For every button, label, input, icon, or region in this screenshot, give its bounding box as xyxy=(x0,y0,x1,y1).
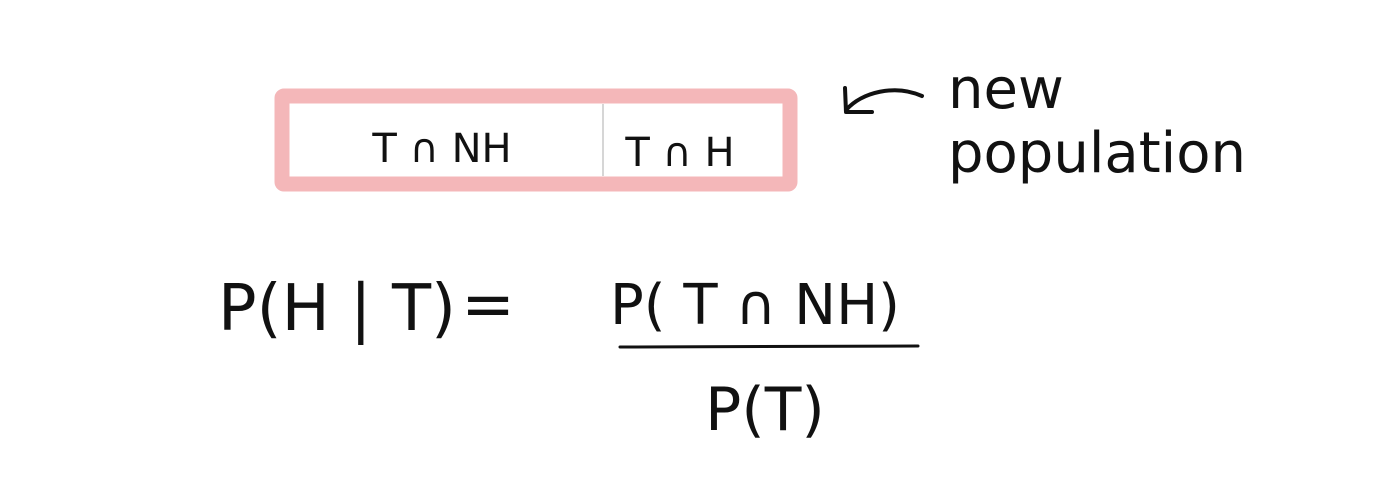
cell-t-and-not-h: T ∩ NH xyxy=(371,126,511,172)
annotation-line-population: population xyxy=(948,121,1246,186)
formula-numerator: P( T ∩ NH) xyxy=(610,273,900,338)
formula-equals: = xyxy=(461,268,515,342)
cell-t-and-h: T ∩ H xyxy=(624,130,734,176)
formula-denominator: P(T) xyxy=(705,375,825,445)
annotation-line-new: new xyxy=(948,57,1064,122)
formula-lhs: P(H | T) xyxy=(218,272,456,346)
population-box-frame xyxy=(274,88,798,192)
arrow-head xyxy=(843,86,874,114)
curved-arrow-left-icon xyxy=(843,86,924,114)
population-box: T ∩ NH T ∩ H xyxy=(274,88,798,192)
bayes-formula: P(H | T) = P( T ∩ NH) P(T) xyxy=(218,268,920,445)
arrow-shaft xyxy=(844,88,924,112)
fraction-bar xyxy=(618,344,920,349)
